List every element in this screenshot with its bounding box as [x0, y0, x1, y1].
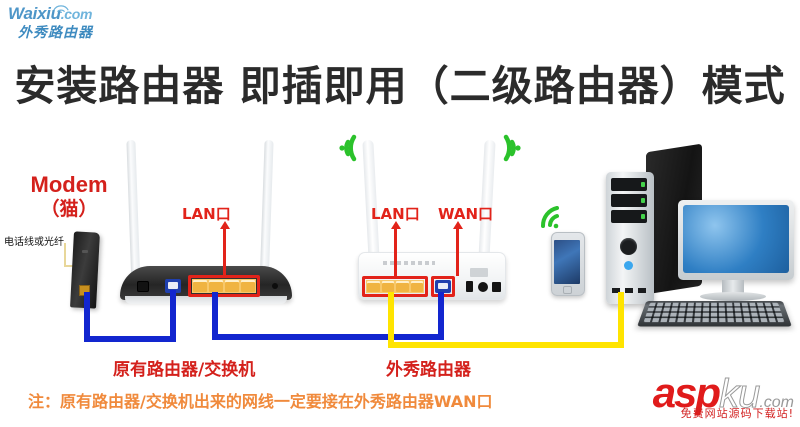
router2-device-label: 外秀路由器 [386, 360, 471, 380]
router2-wan-label: WAN口 [438, 205, 494, 223]
monitor-stand-base [700, 292, 766, 301]
site-logo: Waixiu.com 外秀路由器 [8, 4, 138, 50]
monitor-screen [683, 205, 789, 273]
power-led [624, 261, 633, 270]
router1-reset-button [272, 283, 278, 289]
logo-brand-main: Waixiu [8, 4, 61, 23]
modem-label: Modem （猫） [14, 172, 124, 222]
drive-led-2 [641, 198, 645, 203]
router2-lan-highlight [362, 276, 428, 297]
note-text: 注：原有路由器/交换机出来的网线一定要接在外秀路由器WAN口 [28, 392, 493, 411]
router2-lan-ports [366, 280, 424, 293]
router2-lan-label: LAN口 [371, 205, 420, 223]
router1-lan-ports [192, 279, 256, 293]
watermark-dotcom: .com [759, 394, 794, 411]
cable-router1-to-router2-h [212, 334, 444, 340]
router1-wan-port [165, 279, 181, 293]
phone-line-cable [64, 243, 66, 267]
drive-led-1 [641, 182, 645, 187]
router2-wan-arrow [452, 221, 463, 276]
drive-led-3 [641, 214, 645, 219]
router2-model-plate [470, 268, 488, 277]
page-title: 安装路由器 即插即用（二级路由器）模式 [14, 62, 786, 110]
desktop-tower-bay-3 [611, 210, 647, 223]
router1-lan-port-4 [241, 280, 255, 292]
router1-base [125, 296, 287, 304]
router2-usb-port [466, 281, 473, 292]
wifi-signal-phone-icon [540, 206, 559, 229]
cable-router2-to-pc-v1 [388, 292, 394, 348]
keyboard-keys [643, 302, 785, 323]
router2-lan-port-3 [396, 281, 409, 292]
modem-label-sub: （猫） [40, 199, 98, 220]
power-button[interactable] [620, 238, 637, 255]
router2-wan-port [435, 280, 451, 293]
cable-router2-to-pc-v2 [618, 292, 624, 346]
router2-lan-port-2 [381, 281, 394, 292]
smartphone-home-button [563, 286, 572, 294]
router1-lan-arrow [219, 221, 230, 275]
watermark-asp: asp [652, 369, 721, 416]
wifi-icon [53, 5, 69, 13]
wifi-signal-right-icon [503, 134, 521, 162]
cable-router2-to-pc-h [388, 342, 624, 348]
modem-indicator [82, 250, 88, 253]
front-usb-ports [612, 288, 646, 293]
smartphone-screen [554, 240, 580, 284]
desktop-tower-bay-1 [611, 178, 647, 191]
monitor-stand-neck [722, 280, 744, 294]
watermark-tagline: 免费网站源码下载站! [680, 407, 794, 420]
router2-lan-arrow [390, 221, 401, 276]
aspku-watermark: aspku.com 免费网站源码下载站! [604, 372, 794, 424]
router2-lan-port-1 [367, 281, 380, 292]
router1-power-port [137, 281, 149, 292]
cable-router1-to-router2-v1 [212, 292, 218, 340]
router1-device-label: 原有路由器/交换机 [113, 360, 256, 380]
router1-lan-port-3 [225, 280, 239, 292]
router2-lan-port-4 [410, 281, 423, 292]
router1-lan-port-2 [209, 280, 223, 292]
router2-label-strip [383, 261, 435, 265]
cable-modem-to-router1-v1 [84, 292, 90, 342]
router1-lan-port-1 [193, 280, 207, 292]
wifi-signal-left-icon [339, 134, 357, 162]
logo-subtitle: 外秀路由器 [18, 24, 93, 40]
phone-line-label: 电话线或光纤 [4, 237, 64, 248]
modem-label-main: Modem [30, 172, 108, 197]
cable-modem-to-router1-h [84, 336, 176, 342]
desktop-tower-bay-2 [611, 194, 647, 207]
router2-power-port [478, 282, 488, 292]
watermark-ku: ku [719, 372, 761, 417]
cable-router1-to-router2-v2 [438, 292, 444, 338]
router2-reset-button [492, 282, 501, 292]
logo-brand: Waixiu.com [8, 4, 138, 24]
modem-lan-jack [79, 285, 90, 296]
cable-modem-to-router1-v2 [170, 290, 176, 340]
router1-lan-label: LAN口 [182, 205, 231, 223]
router1-lan-highlight [188, 275, 260, 297]
